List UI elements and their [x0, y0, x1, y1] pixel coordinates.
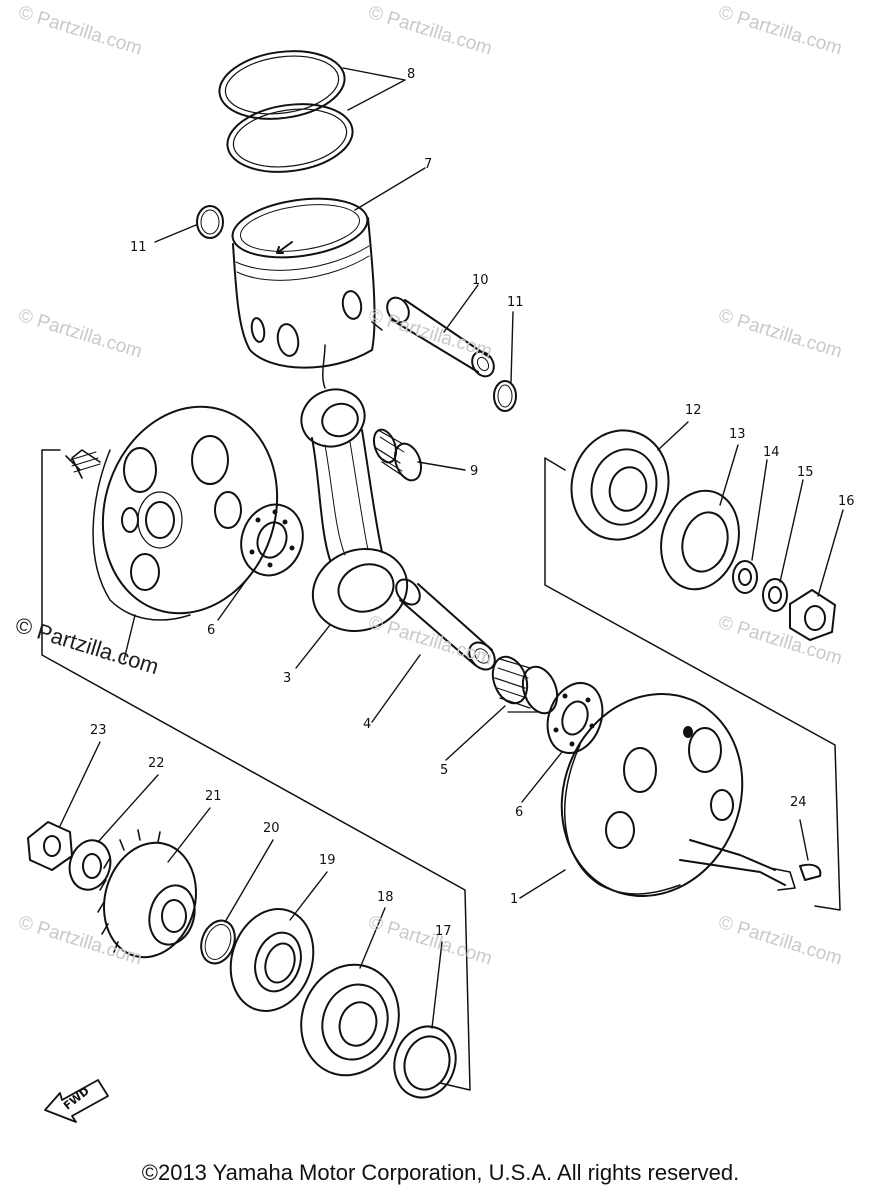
- callout-9: 9: [470, 464, 479, 479]
- crank-wheel-right: [560, 692, 796, 898]
- piston-rings: [218, 50, 354, 173]
- washer-15: [762, 578, 788, 612]
- oil-seal-19: [229, 908, 315, 1012]
- callout-21: 21: [205, 789, 222, 804]
- callout-16: 16: [838, 494, 855, 509]
- nut-16: [789, 589, 836, 641]
- callout-18: 18: [377, 890, 394, 905]
- thrust-washer-left: [240, 503, 304, 577]
- callout-6: 6: [207, 623, 216, 638]
- copyright-notice: ©2013 Yamaha Motor Corporation, U.S.A. A…: [141, 1160, 740, 1185]
- bearing-12: [570, 429, 670, 541]
- callout-11: 11: [130, 240, 147, 255]
- callout-10: 10: [472, 273, 489, 288]
- nut-23: [27, 821, 73, 871]
- callout-14: 14: [763, 445, 780, 460]
- leader-lines: [59, 67, 844, 1029]
- forward-direction-arrow: [44, 1079, 109, 1123]
- connecting-rod: [300, 388, 409, 633]
- callout-3: 3: [283, 671, 292, 686]
- callout-17: 17: [435, 924, 452, 939]
- piston: [231, 197, 376, 389]
- thrust-washer-right: [546, 682, 604, 754]
- washer-22: [68, 839, 112, 891]
- assembly-brackets: [41, 449, 841, 1091]
- callout-13: 13: [729, 427, 746, 442]
- callout-24: 24: [790, 795, 807, 810]
- callout-7: 7: [424, 157, 433, 172]
- shim-17: [393, 1025, 457, 1099]
- callout-20: 20: [263, 821, 280, 836]
- callout-23: 23: [90, 723, 107, 738]
- circlip-right: [493, 380, 517, 412]
- woodruff-key: [799, 863, 822, 881]
- oil-seal-13: [660, 489, 740, 591]
- callout-1: 1: [510, 892, 519, 907]
- small-end-bearing: [372, 428, 423, 482]
- bearing-18: [300, 963, 400, 1077]
- callout-19: 19: [319, 853, 336, 868]
- washer-14: [732, 560, 758, 594]
- callout-5: 5: [440, 763, 449, 778]
- callout-6: 6: [515, 805, 524, 820]
- big-end-bearing: [491, 655, 559, 715]
- crank-wheel-left: [65, 405, 279, 621]
- callout-12: 12: [685, 403, 702, 418]
- o-ring-20: [200, 919, 236, 965]
- callout-11: 11: [507, 295, 524, 310]
- callout-8: 8: [407, 67, 416, 82]
- callout-15: 15: [797, 465, 814, 480]
- callout-4: 4: [363, 717, 372, 732]
- primary-drive-gear-21: [97, 829, 197, 959]
- circlip-left: [196, 205, 224, 239]
- crank-pin: [395, 578, 496, 671]
- callout-22: 22: [148, 756, 165, 771]
